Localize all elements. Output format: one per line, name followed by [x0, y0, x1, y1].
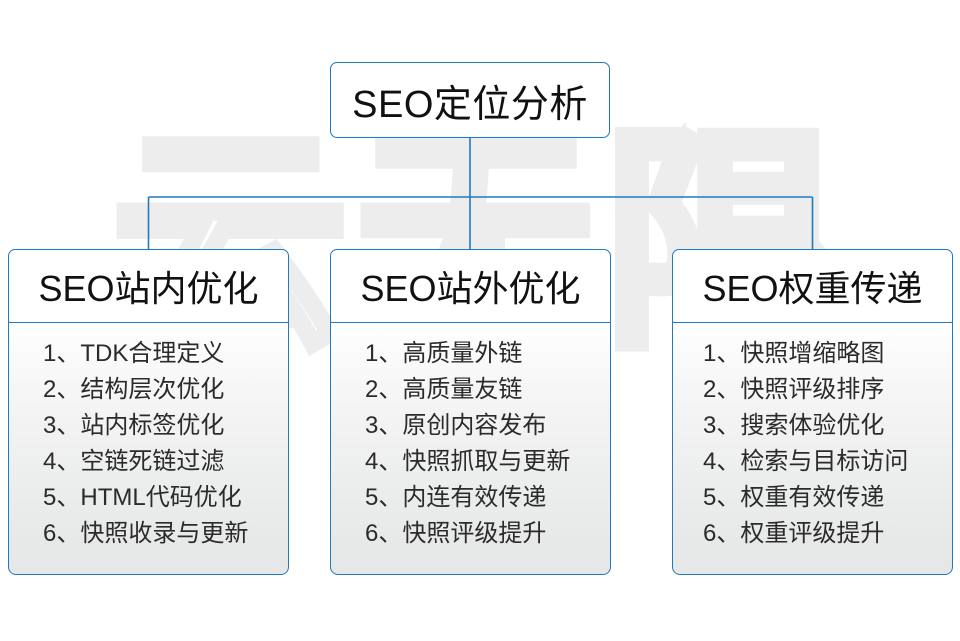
list-item-number: 2、: [365, 376, 403, 404]
list-item-number: 4、: [365, 448, 403, 476]
column-header-0[interactable]: SEO站内优化: [8, 249, 289, 323]
list-item-label: 权重评级提升: [740, 520, 885, 548]
list-item-number: 1、: [703, 340, 741, 368]
list-item-label: 空链死链过滤: [80, 448, 225, 476]
list-item-number: 6、: [703, 520, 741, 548]
list-item[interactable]: 6、 权重评级提升: [673, 516, 952, 552]
list-item-label: 搜索体验优化: [740, 412, 885, 440]
list-item[interactable]: 6、 快照评级提升: [331, 516, 610, 552]
list-item-label: 快照抓取与更新: [402, 448, 571, 476]
column-header-1[interactable]: SEO站外优化: [330, 249, 611, 323]
list-item[interactable]: 2、 快照评级排序: [673, 372, 952, 408]
list-item[interactable]: 1、 快照增缩略图: [673, 336, 952, 372]
list-item[interactable]: 5、 权重有效传递: [673, 480, 952, 516]
list-item[interactable]: 4、 快照抓取与更新: [331, 444, 610, 480]
list-item-label: 快照评级提升: [402, 520, 547, 548]
list-item-label: 快照增缩略图: [740, 340, 885, 368]
column-header-title-0: SEO站内优化: [38, 268, 259, 309]
list-item-label: 高质量友链: [402, 376, 523, 404]
list-item[interactable]: 3、 站内标签优化: [9, 408, 288, 444]
list-item-number: 4、: [43, 448, 81, 476]
list-item[interactable]: 6、 快照收录与更新: [9, 516, 288, 552]
list-item-label: 快照收录与更新: [80, 520, 249, 548]
root-node-title: SEO定位分析: [352, 83, 588, 126]
branch-column-seo-offsite: SEO站外优化 1、 高质量外链 2、 高质量友链 3、 原创内容发布 4、 快…: [330, 249, 611, 576]
list-item-label: 原创内容发布: [402, 412, 547, 440]
list-item-label: 权重有效传递: [740, 484, 885, 512]
list-item[interactable]: 2、 结构层次优化: [9, 372, 288, 408]
column-body-2: 1、 快照增缩略图 2、 快照评级排序 3、 搜索体验优化 4、 检索与目标访问…: [672, 321, 953, 576]
list-item-label: 内连有效传递: [402, 484, 547, 512]
list-item[interactable]: 1、 高质量外链: [331, 336, 610, 372]
branch-column-seo-weight: SEO权重传递 1、 快照增缩略图 2、 快照评级排序 3、 搜索体验优化 4、…: [672, 249, 953, 576]
list-item[interactable]: 2、 高质量友链: [331, 372, 610, 408]
list-item-number: 6、: [365, 520, 403, 548]
column-header-2[interactable]: SEO权重传递: [672, 249, 953, 323]
list-item-number: 5、: [703, 484, 741, 512]
list-item-number: 2、: [43, 376, 81, 404]
list-item[interactable]: 5、 内连有效传递: [331, 480, 610, 516]
column-body-1: 1、 高质量外链 2、 高质量友链 3、 原创内容发布 4、 快照抓取与更新 5…: [330, 321, 611, 576]
list-item-label: 结构层次优化: [80, 376, 225, 404]
list-item-label: 高质量外链: [402, 340, 523, 368]
list-item[interactable]: 3、 搜索体验优化: [673, 408, 952, 444]
root-node[interactable]: SEO定位分析: [330, 62, 610, 138]
list-item-number: 2、: [703, 376, 741, 404]
list-item-number: 5、: [365, 484, 403, 512]
list-item-number: 3、: [365, 412, 403, 440]
list-item[interactable]: 5、 HTML代码优化: [9, 480, 288, 516]
list-item[interactable]: 4、 空链死链过滤: [9, 444, 288, 480]
column-header-title-2: SEO权重传递: [702, 268, 923, 309]
list-item-number: 3、: [43, 412, 81, 440]
list-item-label: 站内标签优化: [80, 412, 225, 440]
list-item-number: 1、: [43, 340, 81, 368]
list-item-number: 6、: [43, 520, 81, 548]
list-item[interactable]: 4、 检索与目标访问: [673, 444, 952, 480]
column-body-0: 1、 TDK合理定义 2、 结构层次优化 3、 站内标签优化 4、 空链死链过滤…: [8, 321, 289, 576]
list-item-label: 检索与目标访问: [740, 448, 909, 476]
list-item-number: 1、: [365, 340, 403, 368]
list-item-number: 3、: [703, 412, 741, 440]
list-item-number: 5、: [43, 484, 81, 512]
list-item-label: HTML代码优化: [80, 484, 242, 512]
branch-column-seo-onsite: SEO站内优化 1、 TDK合理定义 2、 结构层次优化 3、 站内标签优化 4…: [8, 249, 289, 576]
list-item-label: TDK合理定义: [80, 340, 225, 368]
column-header-title-1: SEO站外优化: [360, 268, 581, 309]
list-item-label: 快照评级排序: [740, 376, 885, 404]
list-item[interactable]: 3、 原创内容发布: [331, 408, 610, 444]
list-item[interactable]: 1、 TDK合理定义: [9, 336, 288, 372]
list-item-number: 4、: [703, 448, 741, 476]
